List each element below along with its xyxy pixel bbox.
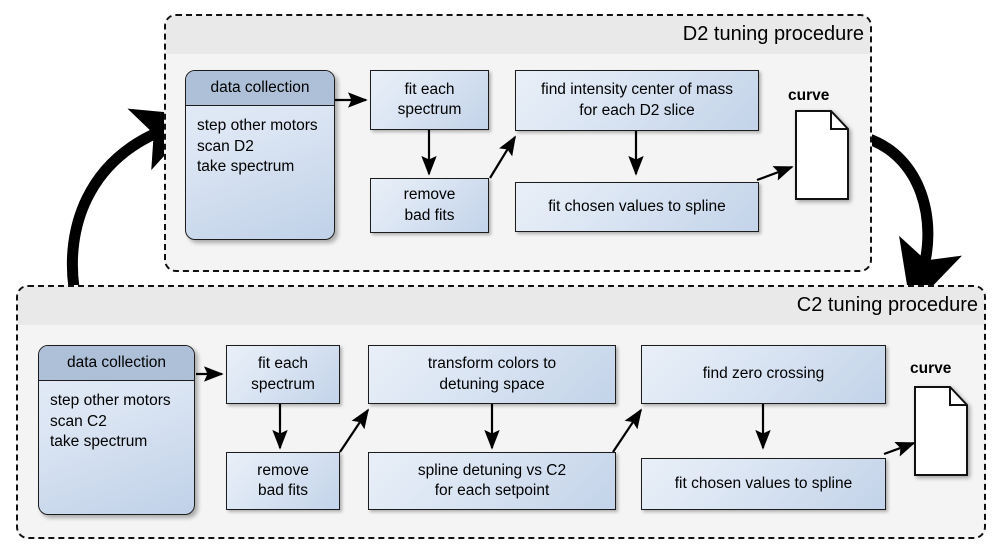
group-d2-header-band [166, 16, 870, 54]
d2-curve-document-icon [795, 110, 849, 200]
d2-data-collection-body: step other motors scan D2 take spectrum [186, 106, 334, 178]
c2-curve-document-icon [914, 386, 968, 476]
d2-node-remove-bad-fits[interactable]: remove bad fits [370, 178, 489, 233]
c2-dc-line-3: take spectrum [50, 433, 148, 451]
d2-dc-line-2: scan D2 [197, 137, 254, 155]
c2-fitspline-line-1: fit chosen values to spline [674, 474, 853, 492]
arrow-c2-to-d2 [66, 108, 201, 289]
c2-fit-line-1: fit each [258, 355, 308, 373]
d2-fit-line-1: fit each [404, 80, 455, 98]
d2-data-collection-box[interactable]: data collection step other motors scan D… [185, 70, 335, 240]
c2-fit-line-2: spectrum [251, 375, 315, 393]
arrow-d2-to-c2 [864, 132, 963, 309]
c2-data-collection-header: data collection [39, 346, 194, 381]
c2-remove-line-2: bad fits [258, 482, 308, 499]
c2-node-find-zero-crossing[interactable]: find zero crossing [641, 345, 886, 404]
c2-node-transform-colors-to-detuning-space[interactable]: transform colors to detuning space [368, 345, 616, 404]
group-c2-header-band [18, 287, 984, 325]
d2-fit-line-2: spectrum [397, 101, 462, 118]
c2-transform-line-2: detuning space [439, 375, 545, 393]
c2-remove-line-1: remove [257, 461, 309, 479]
c2-node-remove-bad-fits[interactable]: remove bad fits [226, 452, 340, 510]
d2-node-find-intensity-center-of-mass[interactable]: find intensity center of mass for each D… [515, 70, 759, 131]
c2-zero-line-1: find zero crossing [702, 365, 825, 383]
c2-curve-label: curve [910, 360, 952, 377]
c2-node-spline-detuning-vs-c2[interactable]: spline detuning vs C2 for each setpoint [368, 452, 616, 510]
d2-dc-line-1: step other motors [197, 117, 318, 134]
group-d2-title: D2 tuning procedure [682, 23, 864, 45]
d2-spline-line-1: fit chosen values to spline [548, 197, 726, 215]
c2-data-collection-body: step other motors scan C2 take spectrum [39, 381, 194, 453]
c2-splinedet-line-2: for each setpoint [434, 482, 550, 499]
c2-transform-line-1: transform colors to [427, 355, 557, 373]
c2-dc-line-1: step other motors [50, 392, 171, 409]
d2-data-collection-header: data collection [186, 71, 334, 106]
d2-dc-line-3: take spectrum [197, 158, 295, 176]
c2-dc-line-2: scan C2 [50, 412, 107, 430]
d2-find-line-1: find intensity center of mass [540, 81, 734, 99]
group-c2-title: C2 tuning procedure [796, 294, 978, 316]
c2-node-fit-each-spectrum[interactable]: fit each spectrum [226, 345, 340, 404]
d2-remove-line-1: remove [403, 186, 456, 204]
c2-splinedet-line-1: spline detuning vs C2 [417, 461, 567, 479]
d2-curve-label: curve [788, 87, 830, 104]
d2-node-fit-each-spectrum[interactable]: fit each spectrum [370, 70, 489, 130]
c2-node-fit-chosen-values-to-spline[interactable]: fit chosen values to spline [641, 458, 886, 510]
d2-find-line-2: for each D2 slice [579, 101, 695, 119]
d2-node-fit-chosen-values-to-spline[interactable]: fit chosen values to spline [515, 182, 759, 232]
d2-remove-line-2: bad fits [404, 206, 455, 224]
c2-data-collection-box[interactable]: data collection step other motors scan C… [38, 345, 195, 515]
